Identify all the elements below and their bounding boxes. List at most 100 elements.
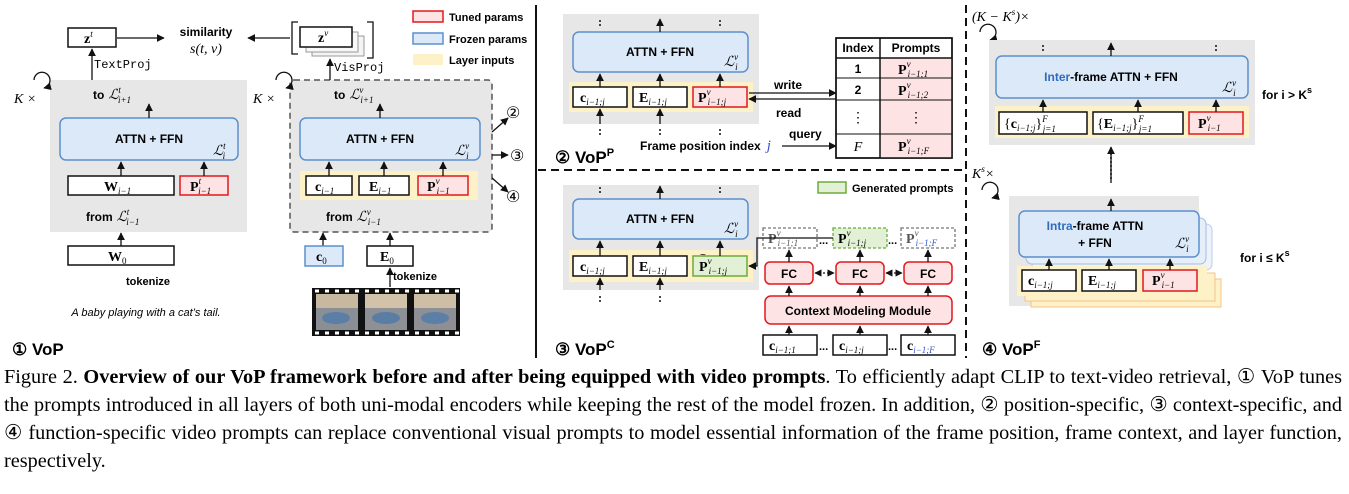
p4-cond-le: for i ≤ Ks <box>1240 248 1290 265</box>
visual-e-label: Ei−1 <box>369 180 391 196</box>
text-tokenize-label: tokenize <box>126 276 170 288</box>
p3-dots <box>599 187 721 302</box>
panel2-label: ② VoPP <box>555 147 614 167</box>
p4-inter-attn-label: Inter-frame ATTN + FFN <box>1044 70 1178 84</box>
table-header-index: Index <box>842 41 874 55</box>
zv-label: zv <box>318 28 328 46</box>
p4-intra-attn-block <box>1018 210 1200 258</box>
p4-inter-attn-block <box>995 55 1249 99</box>
table-prompt-dots: ⋮ <box>909 109 923 125</box>
fc-3-label: FC <box>920 267 936 281</box>
legend: Tuned params Frozen params Layer inputs <box>412 10 527 67</box>
table-index-f: F <box>853 140 863 155</box>
p4-top-multiplier: (K − Ks)× <box>972 7 1029 25</box>
similarity-function: s(t, v) <box>190 42 222 57</box>
gen-dots-1: ... <box>819 235 828 247</box>
visual-k-times: K × <box>252 92 275 107</box>
table-index-2: 2 <box>855 83 862 97</box>
legend-frozen-label: Frozen params <box>449 34 527 46</box>
zt-box <box>67 27 117 48</box>
p4-ks-loop-icon <box>981 181 1000 200</box>
p2-attn-ffn-label: ATTN + FFN <box>626 45 694 59</box>
p4-cond-gt: for i > Ks <box>1262 85 1312 102</box>
video-frames-strip <box>312 288 460 336</box>
legend-frozen-swatch <box>412 32 444 45</box>
legend-layer-inputs-label: Layer inputs <box>449 55 514 67</box>
visual-attn-ffn-label: ATTN + FFN <box>346 132 414 146</box>
text-weights-label: Wi−1 <box>104 180 131 196</box>
p2-e-label: Ei−1;j <box>639 91 667 107</box>
c0-label: c0 <box>316 250 327 266</box>
cmm-c-1-box <box>762 334 818 356</box>
cmm-dots-2: ... <box>888 341 897 353</box>
panel4-label: ④ VoPF <box>982 339 1041 359</box>
cmm-dots-1: ... <box>819 341 828 353</box>
generated-legend-swatch <box>817 181 847 194</box>
branch-mark-4: ④ <box>506 189 520 206</box>
figure-caption: Figure 2. Overview of our VoP framework … <box>4 363 1342 475</box>
zv-bracket-left <box>291 21 298 55</box>
text-sentence: A baby playing with a cat’s tail. <box>70 307 220 319</box>
p4-intra-attn-line2: + FFN <box>1078 236 1112 250</box>
text-attn-ffn-label: ATTN + FFN <box>115 132 183 146</box>
zv-bracket-right <box>367 21 374 59</box>
p4-top-loop-icon <box>979 23 998 42</box>
table-header-prompts: Prompts <box>892 41 941 55</box>
e0-box <box>366 245 414 267</box>
panel3-label: ③ VoPC <box>555 339 615 359</box>
context-modeling-module-label: Context Modeling Module <box>785 304 931 318</box>
text-loop-icon <box>33 71 52 90</box>
caption-bold-title: Overview of our VoP framework before and… <box>83 366 826 388</box>
zv-box <box>299 26 353 48</box>
p3-c-label: ci−1;j <box>580 260 605 276</box>
branch-mark-2: ② <box>506 105 520 122</box>
table-index-1: 1 <box>855 62 862 76</box>
e0-label: E0 <box>380 250 394 266</box>
p4-intra-e-label: Ei−1;j <box>1088 274 1116 290</box>
gen-link-arrow <box>748 237 833 270</box>
vop-framework-figure: Tuned params Frozen params Layer inputs … <box>12 5 1312 359</box>
fc-1-label: FC <box>781 267 797 281</box>
context-modeling-module-box <box>764 295 953 325</box>
p2-c-label: ci−1;j <box>580 91 605 107</box>
caption-prefix: Figure 2. <box>4 366 78 388</box>
text-proj-label: TextProj <box>94 58 152 72</box>
visual-tokenize-label: tokenize <box>393 271 437 283</box>
w0-label: W0 <box>108 250 127 266</box>
p2-read-label: read <box>776 106 801 120</box>
visual-loop-icon <box>275 71 294 90</box>
generated-legend-label: Generated prompts <box>852 183 953 195</box>
p4-intra-c-label: ci−1;j <box>1028 274 1053 290</box>
vis-proj-label: VisProj <box>334 61 384 75</box>
c0-box <box>304 245 344 267</box>
gen-dots-2: ... <box>888 235 897 247</box>
zt-label: zt <box>84 29 93 47</box>
panel-vop: Tuned params Frozen params Layer inputs … <box>12 10 527 359</box>
caption-body: . To efficiently adapt CLIP to text-vide… <box>4 366 1343 472</box>
branch-arrow-2 <box>491 117 509 133</box>
